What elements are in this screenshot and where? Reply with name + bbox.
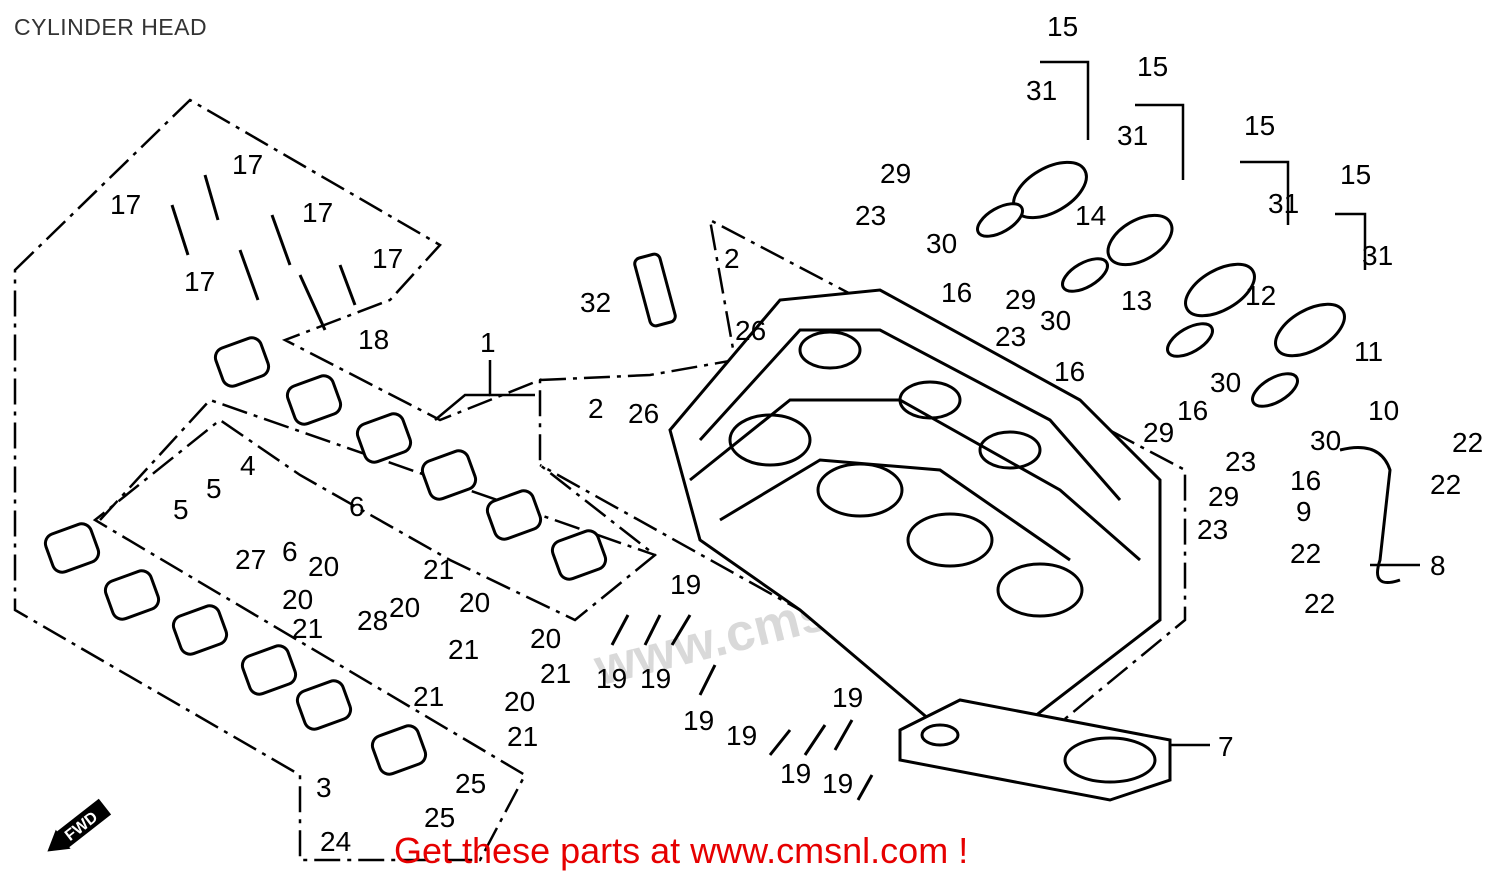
spark-plug — [633, 252, 677, 328]
callout: 2 — [724, 243, 740, 274]
callout: 23 — [1197, 514, 1228, 545]
callout: 15 — [1137, 51, 1168, 82]
callout: 30 — [926, 228, 957, 259]
callout: 30 — [1040, 305, 1071, 336]
callout: 19 — [640, 663, 671, 694]
callout: 7 — [1218, 731, 1234, 762]
callout: 15 — [1340, 159, 1371, 190]
callout: 19 — [832, 682, 863, 713]
callout: 21 — [413, 681, 444, 712]
callout: 21 — [423, 554, 454, 585]
callout: 11 — [1354, 336, 1383, 367]
callout: 27 — [235, 544, 266, 575]
callout: 20 — [389, 592, 420, 623]
callout: 13 — [1121, 285, 1152, 316]
callout: 5 — [206, 473, 222, 504]
callout: 20 — [308, 551, 339, 582]
callout: 20 — [530, 623, 561, 654]
callout: 6 — [282, 536, 298, 567]
callout: 26 — [735, 315, 766, 346]
dowel-pins — [610, 614, 874, 801]
callout: 17 — [232, 149, 263, 180]
callout: 16 — [1054, 356, 1085, 387]
callout: 16 — [1177, 395, 1208, 426]
callout: 19 — [822, 768, 853, 799]
callout: 10 — [1368, 395, 1399, 426]
page-title: CYLINDER HEAD — [14, 14, 208, 40]
callout: 22 — [1290, 538, 1321, 569]
callout: 29 — [1005, 284, 1036, 315]
callout: 24 — [320, 826, 351, 857]
fwd-arrow-icon: FWD — [47, 798, 112, 852]
callout: 16 — [941, 277, 972, 308]
callout: 29 — [1208, 481, 1239, 512]
callout: 21 — [448, 634, 479, 665]
callout-labels: 1 2 2 3 4 5 5 6 6 7 8 9 10 11 12 13 14 1… — [110, 11, 1483, 857]
callout: 29 — [1143, 417, 1174, 448]
callout: 31 — [1268, 188, 1299, 219]
callout: 4 — [240, 450, 256, 481]
callout: 9 — [1296, 496, 1312, 527]
callout: 23 — [995, 321, 1026, 352]
callout: 19 — [670, 569, 701, 600]
rocker-arms — [43, 336, 608, 776]
callout: 17 — [372, 243, 403, 274]
callout: 20 — [504, 686, 535, 717]
callout: 23 — [855, 200, 886, 231]
callout: 17 — [110, 189, 141, 220]
callout: 19 — [780, 758, 811, 789]
callout: 1 — [480, 327, 496, 358]
callout: 29 — [880, 158, 911, 189]
intake-insulators — [976, 160, 1401, 584]
cylinder-head-body — [668, 288, 1162, 722]
callout: 21 — [540, 658, 571, 689]
callout: 19 — [596, 663, 627, 694]
callout: 17 — [184, 266, 215, 297]
callout: 26 — [628, 398, 659, 429]
callout: 20 — [282, 584, 313, 615]
rocker-group-outline — [13, 98, 658, 862]
callout: 8 — [1430, 550, 1446, 581]
callout: 21 — [292, 613, 323, 644]
callout: 16 — [1290, 465, 1321, 496]
callout: 28 — [357, 605, 388, 636]
callout: 5 — [173, 494, 189, 525]
callout: 25 — [424, 802, 455, 833]
callout: 20 — [459, 587, 490, 618]
callout: 2 — [588, 393, 604, 424]
callout: 31 — [1362, 240, 1393, 271]
callout: 30 — [1310, 425, 1341, 456]
callout: 31 — [1117, 120, 1148, 151]
callout: 19 — [726, 720, 757, 751]
callout: 23 — [1225, 446, 1256, 477]
callout: 12 — [1245, 280, 1276, 311]
callout: 22 — [1304, 588, 1335, 619]
callout: 25 — [455, 768, 486, 799]
callout: 18 — [358, 324, 389, 355]
callout: 30 — [1210, 367, 1241, 398]
head-gasket — [898, 698, 1172, 802]
callout: 17 — [302, 197, 333, 228]
callout: 31 — [1026, 75, 1057, 106]
callout: 22 — [1430, 469, 1461, 500]
callout: 19 — [683, 705, 714, 736]
footer-link[interactable]: Get these parts at www.cmsnl.com ! — [394, 830, 969, 871]
callout: 3 — [316, 772, 332, 803]
callout: 6 — [349, 491, 365, 522]
leader-lines — [434, 60, 1420, 747]
valves — [170, 174, 357, 331]
callout: 22 — [1452, 427, 1483, 458]
callout: 32 — [580, 287, 611, 318]
callout: 14 — [1075, 200, 1106, 231]
callout: 21 — [507, 721, 538, 752]
callout: 15 — [1244, 110, 1275, 141]
callout: 15 — [1047, 11, 1078, 42]
